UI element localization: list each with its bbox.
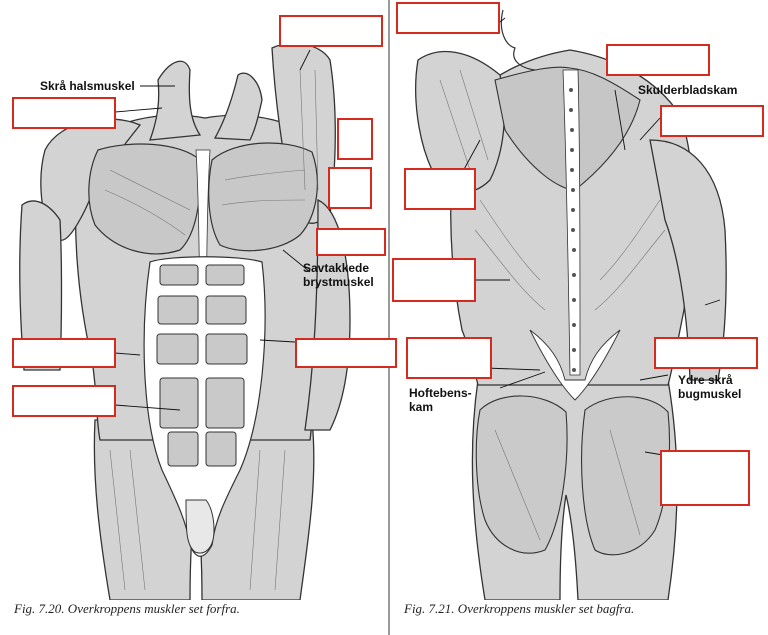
answer-box-front-ribs[interactable] bbox=[316, 228, 386, 256]
figure-divider bbox=[388, 0, 390, 635]
answer-box-front-upper-arm[interactable] bbox=[279, 15, 383, 47]
front-torso-illustration bbox=[19, 42, 351, 600]
caption-front: Fig. 7.20. Overkroppens muskler set forf… bbox=[14, 601, 240, 616]
label-savtakkede-brystmuskel: Savtakkede brystmuskel bbox=[303, 261, 374, 289]
answer-box-front-chest[interactable] bbox=[328, 167, 372, 209]
caption-back: Fig. 7.21. Overkroppens muskler set bagf… bbox=[404, 601, 635, 616]
label-skulderbladskam: Skulderbladskam bbox=[638, 83, 738, 97]
answer-box-back-neck[interactable] bbox=[396, 2, 500, 34]
answer-box-front-side-abdomen[interactable] bbox=[295, 338, 397, 368]
label-ydre-skra-bugmuskel: Ydre skrå bugmuskel bbox=[678, 373, 742, 401]
answer-box-back-trapezius[interactable] bbox=[606, 44, 710, 76]
answer-box-back-lower-back[interactable] bbox=[406, 337, 492, 379]
answer-box-back-latissimus[interactable] bbox=[392, 258, 476, 302]
answer-box-back-side[interactable] bbox=[654, 337, 758, 369]
answer-box-front-biceps[interactable] bbox=[337, 118, 373, 160]
label-skra-halsmuskel: Skrå halsmuskel bbox=[40, 79, 135, 93]
answer-box-back-triceps[interactable] bbox=[404, 168, 476, 210]
label-hoftebenskam: Hoftebens- kam bbox=[409, 386, 472, 414]
answer-box-front-abdomen[interactable] bbox=[12, 385, 116, 417]
answer-box-back-deltoid[interactable] bbox=[660, 105, 764, 137]
answer-box-front-forearm[interactable] bbox=[12, 338, 116, 368]
answer-box-back-gluteus[interactable] bbox=[660, 450, 750, 506]
answer-box-front-shoulder[interactable] bbox=[12, 97, 116, 129]
